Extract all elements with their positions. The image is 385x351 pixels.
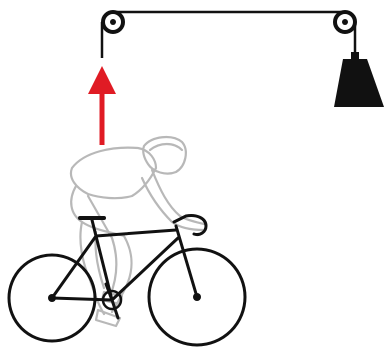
rope [100, 10, 357, 58]
pulley-left-icon [101, 10, 125, 34]
arrow-up-icon [88, 66, 116, 145]
front-wheel [147, 247, 247, 347]
bicycle-icon [7, 214, 247, 347]
weight-icon [334, 52, 384, 107]
pulley-right-icon [333, 10, 357, 34]
